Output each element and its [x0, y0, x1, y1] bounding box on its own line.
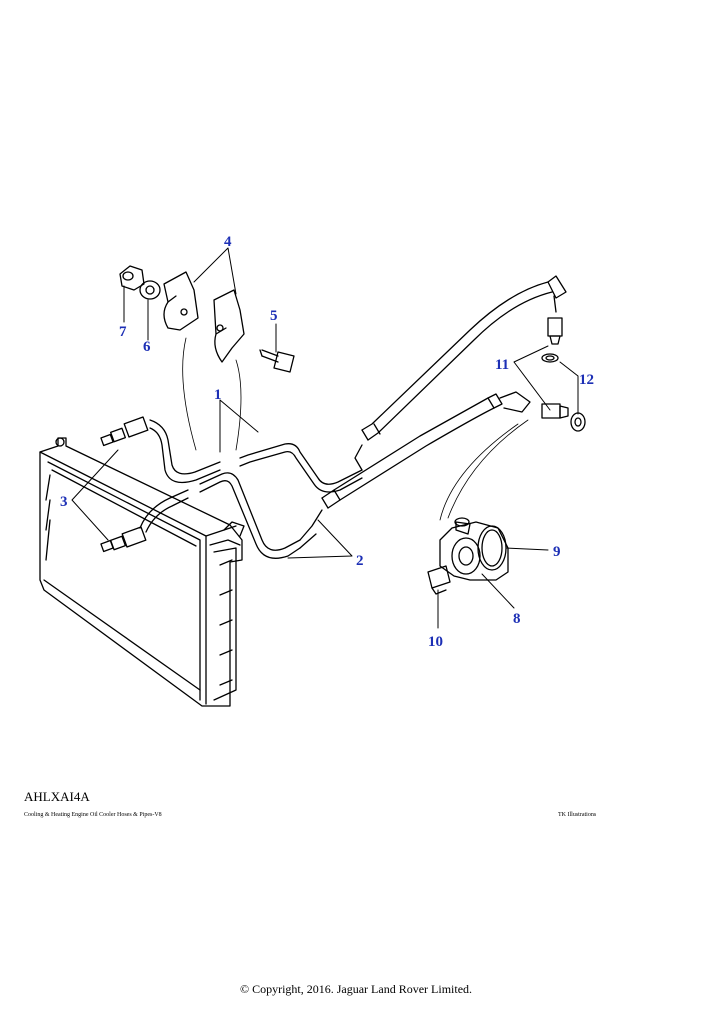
- union-upper-left: [100, 416, 149, 447]
- oil-cooler-pipe-lower: [139, 472, 301, 559]
- assembly-reference-lines: [182, 337, 529, 521]
- callout-7: 7: [119, 324, 127, 340]
- callout-12: 12: [579, 372, 594, 388]
- sealing-washer-lower: [570, 412, 586, 432]
- callout-5: 5: [270, 308, 278, 324]
- adaptor-lower-right: [541, 403, 569, 419]
- union-lower-left: [100, 526, 147, 553]
- callout-10: 10: [428, 634, 443, 650]
- callout-4: 4: [224, 234, 232, 250]
- callout-1: 1: [214, 387, 222, 403]
- callout-11: 11: [495, 357, 509, 373]
- copyright-notice: © Copyright, 2016. Jaguar Land Rover Lim…: [239, 982, 473, 996]
- pipe-clip-left: [163, 271, 199, 331]
- oil-cooler-hose-lower: [299, 391, 531, 549]
- oil-cooler-hose-upper: [354, 275, 567, 471]
- callout-8: 8: [513, 611, 521, 627]
- illustration-code: AHLXAI4A: [24, 789, 90, 804]
- callout-numbers: 1 2 3 4 5 6 7 8 9 10 11 12: [60, 234, 594, 650]
- leader-lines: [71, 247, 579, 629]
- sealing-washer-upper: [541, 353, 559, 363]
- nut: [119, 265, 145, 291]
- adaptor-upper-right: [547, 317, 563, 345]
- callout-6: 6: [143, 339, 151, 355]
- thermostat-housing: [439, 517, 509, 581]
- illustration-credit: TK Illustrations: [558, 812, 597, 818]
- callout-3: 3: [60, 494, 68, 510]
- callout-2: 2: [356, 553, 364, 569]
- washer: [139, 280, 161, 300]
- diagram-caption: Cooling & Heating Engine Oil Cooler Hose…: [24, 812, 162, 818]
- bolt: [259, 349, 295, 373]
- callout-9: 9: [553, 544, 561, 560]
- pipe-clip-right: [213, 289, 245, 363]
- adaptor-thermostat: [427, 565, 451, 595]
- radiator: [39, 437, 245, 707]
- o-ring: [477, 525, 507, 571]
